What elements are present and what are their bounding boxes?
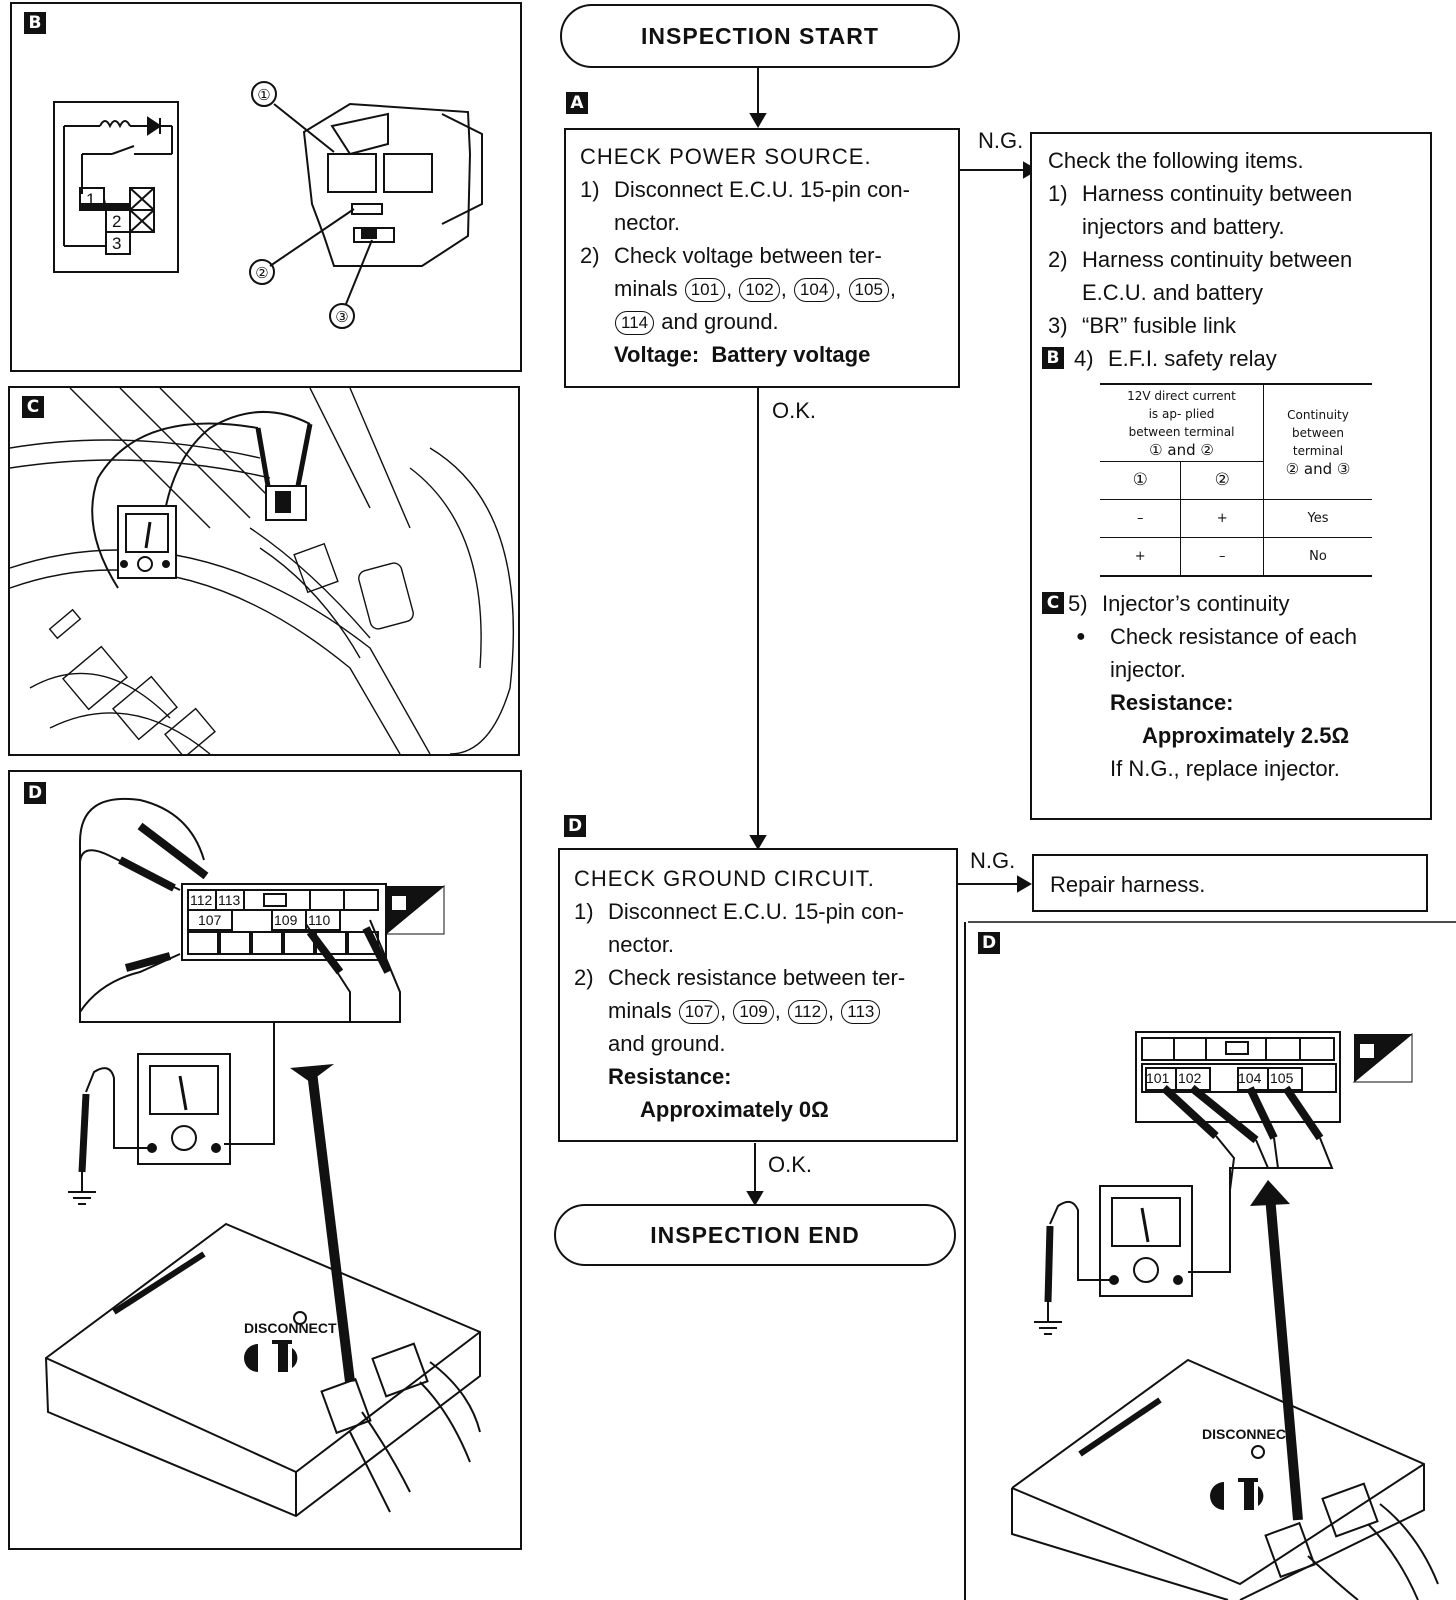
terminal-102: 102 <box>739 278 780 303</box>
fig-b-badge: B <box>24 12 46 34</box>
relay-table: 12V direct current is ap- plied between … <box>1100 383 1372 577</box>
ng-label-1: N.G. <box>978 128 1024 153</box>
inspection-start: INSPECTION START <box>560 4 960 68</box>
figure-d-left: D <box>8 770 522 1550</box>
check-items-title: Check the following items. <box>1048 148 1304 173</box>
figure-b: B 1 2 3 <box>10 2 522 372</box>
resistance-label: Resistance: <box>608 1064 732 1089</box>
callout-2: ② <box>255 265 268 282</box>
resistance-value: Approximately 0Ω <box>640 1097 829 1122</box>
voltage-label: Voltage: <box>614 342 700 367</box>
item-5-badge: C <box>1042 592 1064 614</box>
ok-label-2: O.K. <box>768 1152 813 1177</box>
terminal-107: 107 <box>678 1000 720 1025</box>
step-a-box: CHECK POWER SOURCE. 1) Disconnect E.C.U.… <box>564 128 960 388</box>
hs-label: H.S. <box>418 916 440 928</box>
figure-c: C <box>8 386 520 756</box>
fig-d-left-badge: D <box>24 782 46 804</box>
fig-c-badge: C <box>22 396 44 418</box>
figure-d-right: D <box>968 924 1456 1600</box>
ok-label-1: O.K. <box>772 398 817 423</box>
ng-label-2: N.G. <box>970 848 1016 873</box>
disconnect-label: DISCONNECT <box>244 1320 337 1336</box>
ground-check-illustration <box>44 797 481 1518</box>
schematic-pin-3: 3 <box>112 234 121 253</box>
inspection-end: INSPECTION END <box>554 1204 956 1266</box>
callout-1: ① <box>257 87 270 104</box>
callout-3: ③ <box>335 309 348 326</box>
step-d-title: CHECK GROUND CIRCUIT. <box>574 866 875 891</box>
step-a-item-1: 1) Disconnect E.C.U. 15-pin con- <box>580 177 910 202</box>
check-items-box: Check the following items. 1)Harness con… <box>1030 132 1432 820</box>
step-d-box: CHECK GROUND CIRCUIT. 1)Disconnect E.C.U… <box>558 848 958 1142</box>
injector-check-illustration <box>10 388 515 754</box>
terminal-101: 101 <box>684 278 726 303</box>
terminal-105: 105 <box>848 278 889 303</box>
terminal-114: 114 <box>615 311 655 336</box>
hs-label-right: H.S. <box>1386 1064 1408 1076</box>
terminal-112: 112 <box>787 1000 828 1025</box>
terminal-109: 109 <box>733 1000 774 1025</box>
relay-illustration: 1 2 3 ① ② ③ <box>53 81 483 329</box>
voltage-value: Battery voltage <box>711 342 871 367</box>
item-4-badge: B <box>1042 347 1064 369</box>
repair-harness-box: Repair harness. <box>1032 854 1428 912</box>
step-a-item-2: 2) Check voltage between ter- <box>580 243 882 268</box>
step-a-title: CHECK POWER SOURCE. <box>580 144 872 169</box>
schematic-pin-2: 2 <box>112 212 121 231</box>
schematic-pin-1: 1 <box>86 190 95 209</box>
terminal-113: 113 <box>841 1000 881 1025</box>
step-d-badge: D <box>564 815 586 837</box>
terminal-104: 104 <box>793 278 835 303</box>
power-check-illustration <box>1011 1031 1439 1600</box>
fig-d-right-badge: D <box>978 932 1000 954</box>
step-a-badge: A <box>566 92 588 114</box>
disconnect-label-right: DISCONNECT <box>1202 1426 1295 1442</box>
